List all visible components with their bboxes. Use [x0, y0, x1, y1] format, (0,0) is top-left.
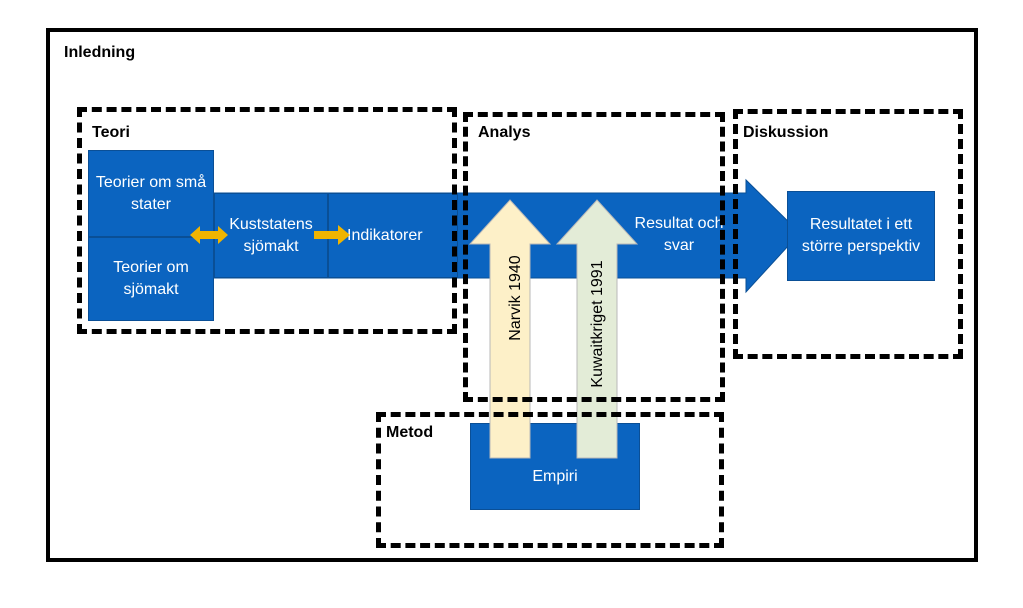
intro-label: Inledning [64, 44, 136, 61]
sea-power-theory-box: Teorier om sjömakt [88, 237, 214, 321]
discussion-frame [733, 109, 963, 359]
indicators-box: Indikatorer [328, 193, 458, 278]
wider-perspective-text: Resultatet i ett större perspektiv [801, 216, 921, 255]
results-label: Resultat och svar [634, 206, 724, 264]
intro-frame [46, 28, 978, 562]
empirics-text: Empiri [532, 467, 578, 485]
small-states-box: Teorier om små stater [88, 150, 214, 237]
analysis-frame [463, 112, 725, 402]
theory-frame [77, 107, 457, 334]
analysis-label: Analys [478, 124, 531, 141]
indicators-text: Indikatorer [347, 226, 423, 244]
results-text: Resultat och svar [634, 215, 724, 254]
sea-power-theory-text: Teorier om sjömakt [113, 259, 189, 298]
method-label: Metod [386, 424, 434, 441]
narvik-arrow: Narvik 1940 [468, 199, 552, 459]
double-arrow-connector [190, 226, 228, 244]
discussion-label: Diskussion [743, 124, 829, 141]
small-states-text: Teorier om små stater [95, 173, 207, 213]
theory-label: Teori [92, 124, 130, 141]
coastal-sea-power-text: Kuststatens sjömakt [229, 215, 313, 255]
right-arrow-connector [314, 225, 350, 245]
wider-perspective-box: Resultatet i ett större perspektiv [787, 191, 935, 281]
kuwait-text: Kuwaitkriget 1991 [589, 260, 606, 387]
method-frame [376, 412, 724, 548]
kuwait-arrow: Kuwaitkriget 1991 [555, 199, 639, 459]
narvik-text: Narvik 1940 [507, 255, 524, 340]
